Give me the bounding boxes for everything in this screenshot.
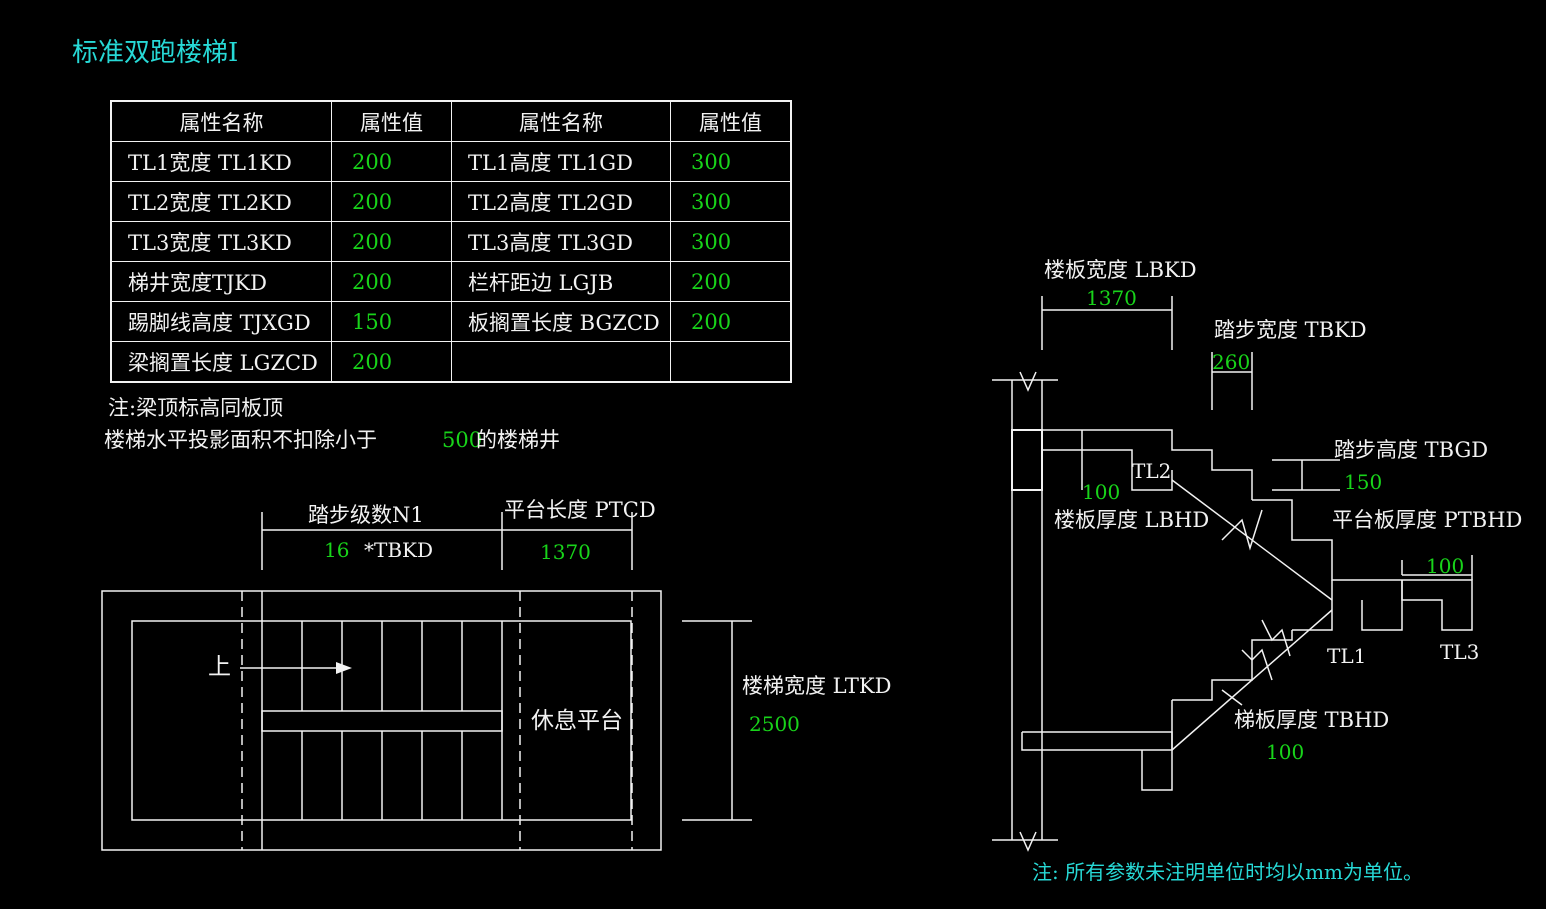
slab-thickness-label: 楼板厚度 LBHD — [1054, 508, 1210, 532]
property-name: 梁搁置长度 LGZCD — [110, 341, 332, 383]
slab-thickness-value[interactable]: 100 — [1082, 480, 1121, 504]
property-name — [451, 341, 671, 383]
column-header: 属性名称 — [451, 100, 671, 142]
property-value[interactable]: 200 — [331, 261, 452, 302]
slab-width-value[interactable]: 1370 — [1086, 286, 1137, 310]
table-row: 踢脚线高度 TJXGD 150 板搁置长度 BGZCD 200 — [110, 301, 792, 342]
property-value[interactable]: 300 — [670, 181, 792, 222]
property-name: TL2高度 TL2GD — [451, 181, 671, 222]
table-row: 梯井宽度TJKD 200 栏杆距边 LGJB 200 — [110, 261, 792, 302]
footer-note: 注: 所有参数未注明单位时均以mm为单位。 — [1032, 860, 1424, 884]
tread-width-value[interactable]: 260 — [1212, 350, 1251, 374]
steps-unit: *TBKD — [364, 538, 434, 562]
plan-outer-wall — [101, 590, 662, 851]
plan-view — [101, 512, 752, 851]
property-value[interactable]: 200 — [331, 141, 452, 182]
property-value[interactable]: 150 — [331, 301, 452, 342]
riser-height-value[interactable]: 150 — [1344, 470, 1383, 494]
steps-label: 踏步级数N1 — [308, 503, 424, 527]
section-view — [992, 296, 1473, 852]
property-value[interactable]: 200 — [331, 341, 452, 383]
page-title: 标准双跑楼梯Ⅰ — [72, 38, 239, 68]
property-name: 栏杆距边 LGJB — [451, 261, 671, 302]
rest-platform-label: 休息平台 — [531, 708, 623, 734]
property-name: 踢脚线高度 TJXGD — [110, 301, 332, 342]
property-value[interactable]: 300 — [670, 141, 792, 182]
property-value[interactable]: 200 — [670, 261, 792, 302]
note-stairwell-value[interactable]: 500 — [442, 428, 483, 452]
stairwell — [261, 710, 503, 732]
tl1-label: TL1 — [1327, 644, 1367, 668]
stair-width-value[interactable]: 2500 — [749, 712, 800, 736]
table-row: 梁搁置长度 LGZCD 200 — [110, 341, 792, 383]
property-value[interactable]: 200 — [670, 301, 792, 342]
platform-length-label: 平台长度 PTCD — [504, 498, 656, 522]
up-arrow-head-icon — [336, 662, 352, 674]
stair-slab-thickness-label: 梯板厚度 TBHD — [1234, 708, 1390, 732]
tl2-label: TL2 — [1132, 459, 1172, 483]
platform-slab-thickness-value[interactable]: 100 — [1426, 554, 1465, 578]
stair-width-label: 楼梯宽度 LTKD — [742, 674, 892, 698]
tl3-label: TL3 — [1440, 640, 1480, 664]
platform-length-value[interactable]: 1370 — [540, 540, 591, 564]
column-header: 属性值 — [670, 100, 792, 142]
property-value[interactable]: 300 — [670, 221, 792, 262]
table-row: TL2宽度 TL2KD 200 TL2高度 TL2GD 300 — [110, 181, 792, 222]
up-label: 上 — [208, 654, 231, 680]
riser-height-label: 踏步高度 TBGD — [1334, 438, 1489, 462]
wall-beam — [1011, 429, 1043, 491]
table-row: TL3宽度 TL3KD 200 TL3高度 TL3GD 300 — [110, 221, 792, 262]
property-value[interactable] — [670, 341, 792, 383]
slab-width-label: 楼板宽度 LBKD — [1044, 258, 1197, 282]
stair-slab-thickness-value[interactable]: 100 — [1266, 740, 1305, 764]
tread-width-label: 踏步宽度 TBKD — [1214, 318, 1367, 342]
note-stairwell-prefix: 楼梯水平投影面积不扣除小于 — [104, 428, 377, 452]
property-name: TL1宽度 TL1KD — [110, 141, 332, 182]
platform-slab-thickness-label: 平台板厚度 PTBHD — [1332, 508, 1523, 532]
table-row: TL1宽度 TL1KD 200 TL1高度 TL1GD 300 — [110, 141, 792, 182]
note-beam-top: 注:梁顶标高同板顶 — [108, 396, 284, 420]
property-name: TL3高度 TL3GD — [451, 221, 671, 262]
property-name: TL2宽度 TL2KD — [110, 181, 332, 222]
property-name: TL1高度 TL1GD — [451, 141, 671, 182]
steps-value[interactable]: 16 — [324, 538, 350, 562]
note-stairwell-suffix: 的楼梯井 — [476, 428, 560, 452]
property-name: TL3宽度 TL3KD — [110, 221, 332, 262]
property-table: 属性名称 属性值 属性名称 属性值 TL1宽度 TL1KD 200 TL1高度 … — [110, 100, 792, 383]
property-name: 板搁置长度 BGZCD — [451, 301, 671, 342]
